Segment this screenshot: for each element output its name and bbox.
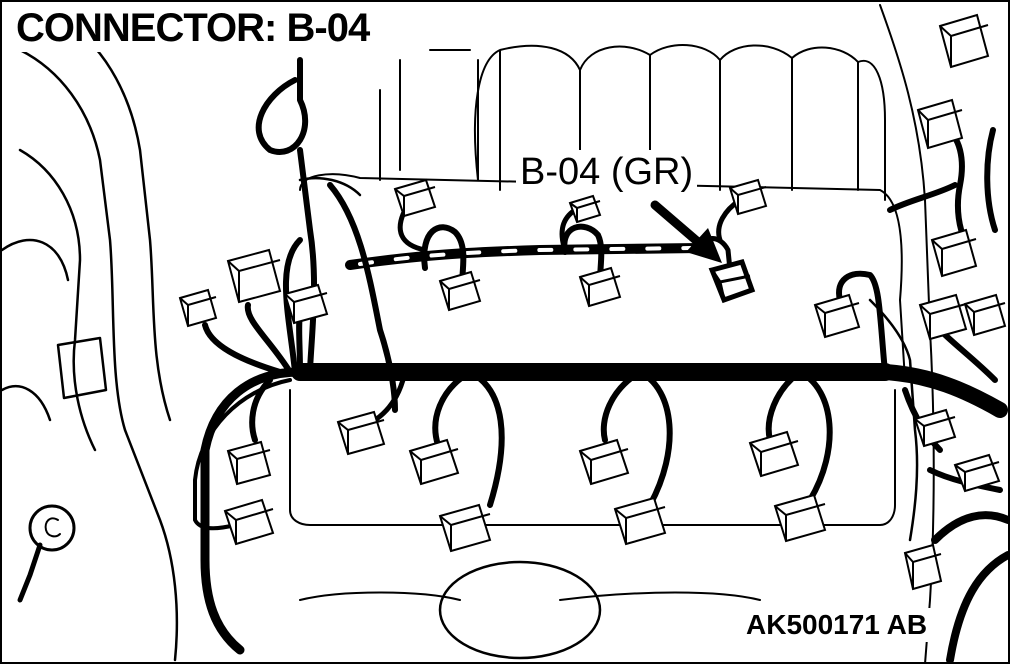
left-loop-wire: [255, 57, 309, 155]
manifold-top-edge: [379, 49, 471, 181]
branch-wire: [561, 223, 605, 285]
vertical-wire: [298, 176, 362, 197]
harness-connector: [916, 98, 964, 150]
branch-wire: [244, 302, 293, 375]
harness-connector: [903, 543, 943, 591]
harness-connector: [773, 493, 827, 543]
harness-right-end: [877, 364, 1008, 418]
right-wire: [868, 298, 919, 542]
diagram-title: CONNECTOR: B-04: [10, 6, 376, 52]
harness-connector: [393, 178, 437, 218]
pointer-arrow: [650, 200, 722, 263]
branch-wire: [296, 312, 303, 375]
branch-wire: [421, 224, 467, 288]
right-wire: [887, 182, 958, 213]
injector-wire: [600, 369, 643, 443]
vertical-wire: [327, 182, 398, 413]
injector-wire: [797, 369, 833, 503]
branch-wire: [249, 377, 273, 443]
left-hose-clamp: [56, 336, 108, 400]
harness-connector: [728, 178, 768, 216]
harness-connector: [613, 496, 667, 546]
harness-connector: [918, 293, 968, 341]
harness-connector: [578, 438, 630, 486]
right-wire: [946, 551, 1010, 664]
manifold-runners: [473, 44, 886, 201]
harness-connector: [963, 293, 1007, 337]
harness-connector: [438, 270, 482, 312]
upper-sub-harness: [345, 243, 705, 270]
injector-wire: [432, 369, 473, 448]
ground-terminal-stem: [17, 542, 43, 603]
left-hose: [18, 48, 179, 662]
harness-connector: [438, 503, 492, 553]
branch-wire: [559, 207, 578, 253]
right-wire: [984, 127, 998, 233]
harness-connector: [953, 453, 1001, 493]
harness-connector: [223, 498, 275, 546]
harness-left-bundle: [200, 367, 305, 655]
figure-reference-code: AK500171 AB: [740, 608, 934, 642]
branch-wire: [202, 322, 283, 375]
harness-left-bundle: [193, 378, 292, 531]
b04-connector-highlight: [708, 258, 756, 304]
harness-connector: [813, 293, 861, 339]
harness-connector: [568, 194, 602, 224]
right-wire: [836, 270, 888, 375]
harness-connector: [226, 248, 282, 304]
injector-wire: [637, 369, 673, 508]
right-wire: [931, 511, 1010, 544]
harness-connector: [408, 438, 460, 486]
harness-connector: [578, 266, 622, 308]
injector-wire: [372, 369, 408, 423]
left-hose: [0, 238, 70, 422]
harness-connector: [226, 440, 272, 486]
harness-connector: [938, 13, 990, 69]
ground-terminal-c-mark: [44, 517, 61, 538]
right-wire: [937, 327, 998, 383]
harness-connector: [748, 430, 800, 478]
engine-block-outline: [289, 173, 906, 601]
left-hose: [18, 148, 97, 452]
injector-wire: [467, 369, 505, 508]
harness-connector: [336, 410, 386, 456]
harness-connector: [283, 283, 329, 325]
harness-connector: [913, 408, 957, 448]
injector-wire: [765, 369, 803, 443]
harness-connector: [930, 228, 978, 278]
ground-terminal: [28, 504, 76, 552]
connector-callout-label: B-04 (GR): [516, 150, 698, 194]
oil-filler-opening: [438, 560, 602, 660]
harness-connector: [178, 288, 218, 328]
